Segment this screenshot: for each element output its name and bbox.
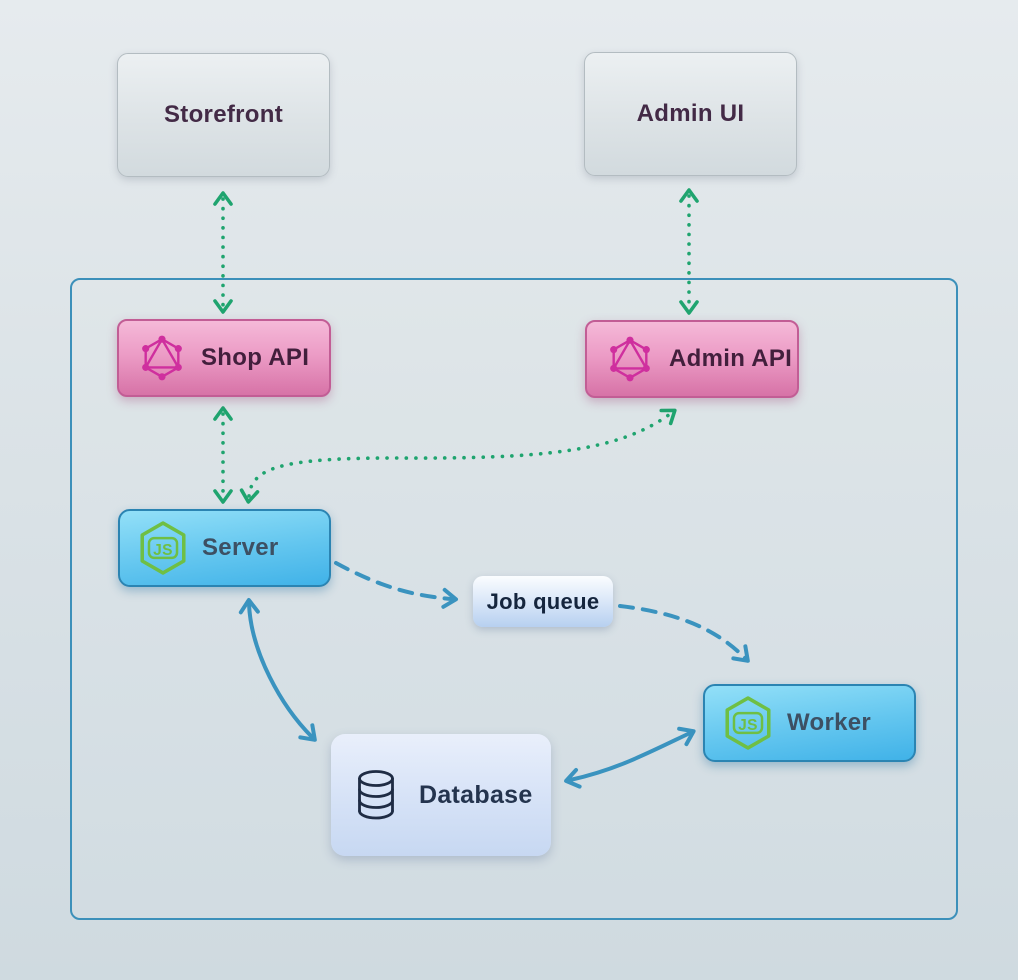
node-database[interactable]: Database: [331, 734, 551, 856]
node-storefront[interactable]: Storefront: [117, 53, 330, 177]
node-worker[interactable]: JS Worker: [703, 684, 916, 762]
node-storefront-label: Storefront: [164, 101, 283, 128]
node-job-queue-label: Job queue: [486, 588, 600, 614]
node-database-label: Database: [419, 780, 533, 809]
node-worker-label: Worker: [787, 709, 872, 736]
node-server[interactable]: JS Server: [118, 509, 331, 587]
node-shop-api[interactable]: Shop API: [117, 319, 331, 397]
node-admin-ui-label: Admin UI: [636, 100, 745, 127]
graphql-icon: [139, 335, 185, 381]
node-job-queue[interactable]: Job queue: [473, 576, 613, 627]
nodejs-icon: JS: [723, 696, 773, 750]
nodejs-icon: JS: [138, 521, 188, 575]
database-icon: [353, 768, 399, 822]
graphql-icon: [607, 336, 653, 382]
svg-text:JS: JS: [153, 542, 173, 559]
node-admin-api-label: Admin API: [669, 345, 793, 372]
node-admin-api[interactable]: Admin API: [585, 320, 799, 398]
node-server-label: Server: [202, 534, 279, 561]
node-shop-api-label: Shop API: [201, 344, 310, 371]
node-admin-ui[interactable]: Admin UI: [584, 52, 797, 176]
svg-text:JS: JS: [738, 717, 758, 734]
